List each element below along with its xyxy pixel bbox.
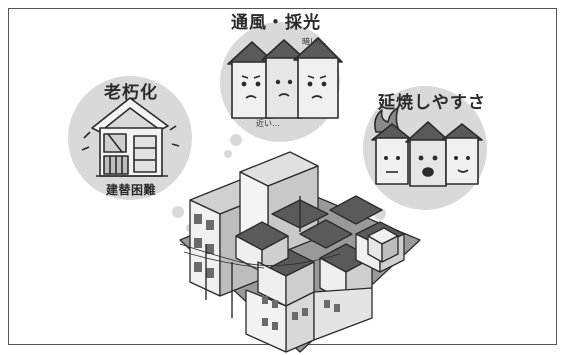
aging-thought-bubble [68,76,194,232]
burning-houses-icon [371,107,483,187]
aging-title: 老朽化 [104,83,158,103]
dense-housing-block [179,151,421,353]
ventilation-note-near: 近い… [256,119,280,128]
house-walls [235,233,405,353]
right-tower [367,227,399,263]
utility-poles [179,196,341,318]
ventilation-title: 通風・採光 [231,13,321,33]
old-house-icon [81,97,180,177]
ventilation-thought-bubble [220,22,343,158]
fire-title: 延焼しやすさ [378,93,486,113]
windows [262,296,340,330]
aging-caption: 建替困難 [106,183,157,197]
crowded-houses-faces-icon [227,37,343,119]
ventilation-note-dark: 暗い… [302,37,326,46]
fire-thought-bubble [362,86,487,230]
